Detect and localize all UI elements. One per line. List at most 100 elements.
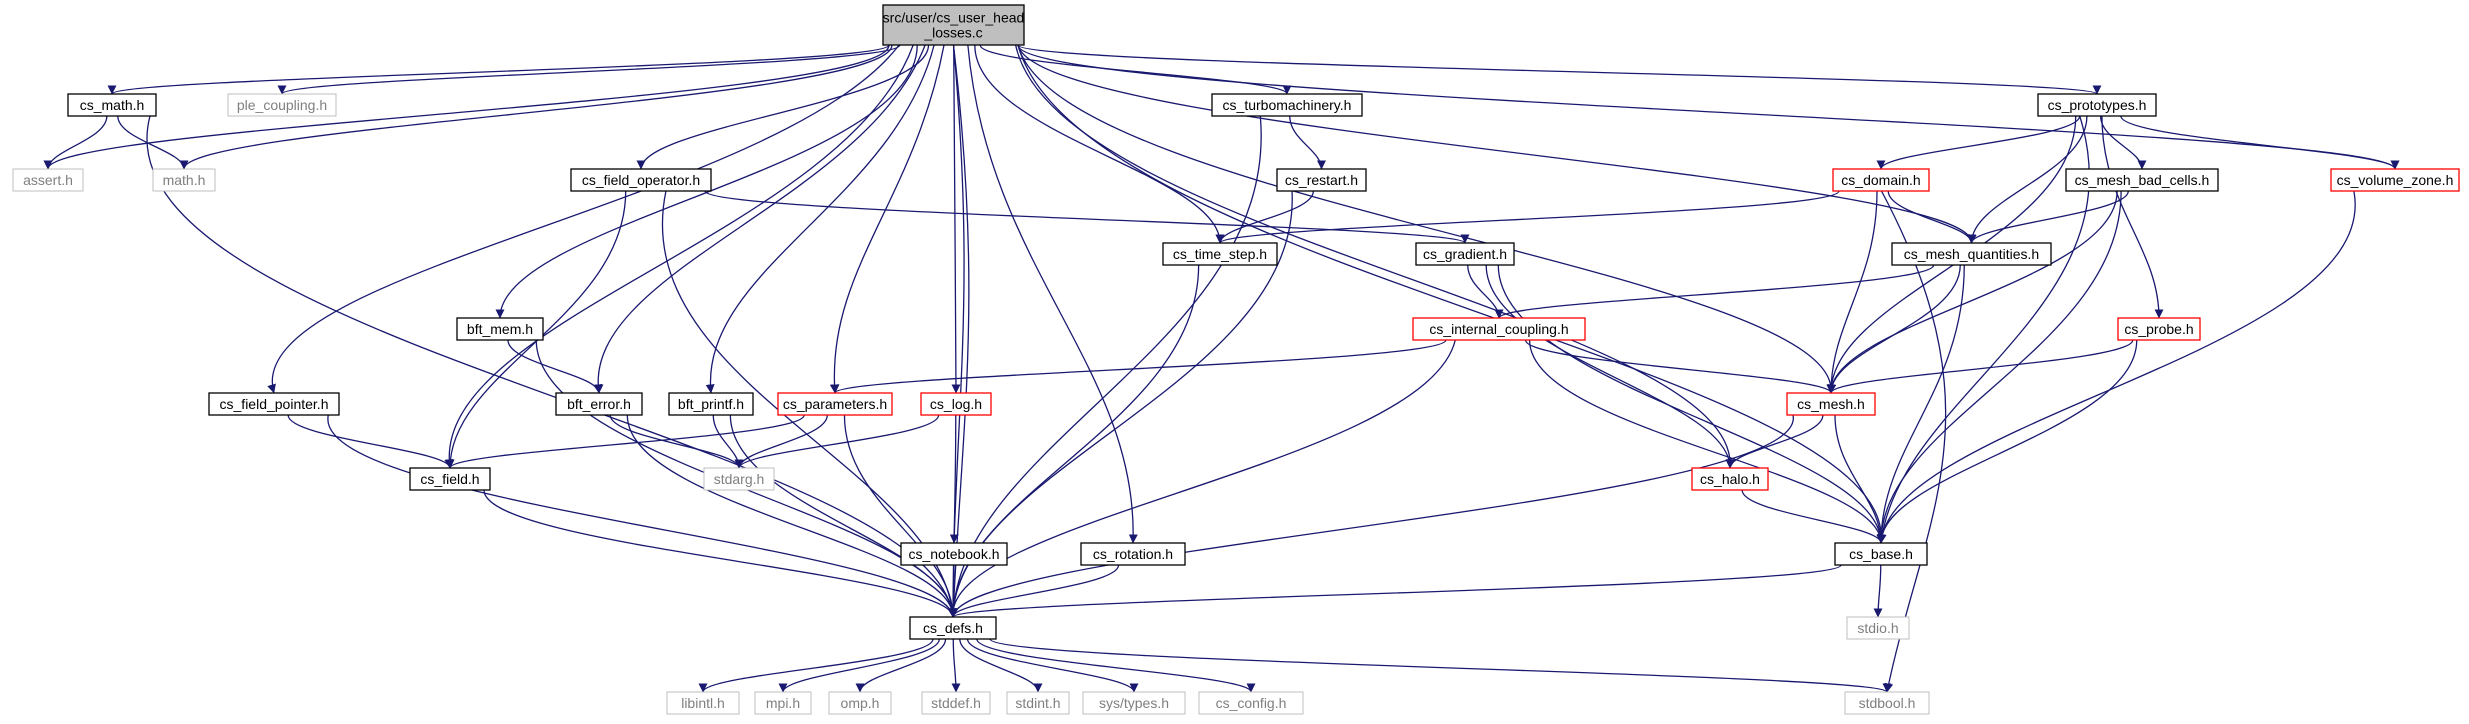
node-box xyxy=(1006,691,1070,715)
node-bft-mem[interactable]: bft_mem.h xyxy=(456,317,544,341)
node-stddef: stddef.h xyxy=(921,691,991,715)
node-cs-base[interactable]: cs_base.h xyxy=(1834,542,1928,566)
node-cs-log[interactable]: cs_log.h xyxy=(920,392,992,416)
node-box xyxy=(882,4,1025,46)
edge-cs-mesh-bad-cells-to-cs-mesh-quantities xyxy=(1967,190,2130,244)
node-cs-math[interactable]: cs_math.h xyxy=(67,93,157,117)
node-cs-internal-coupling[interactable]: cs_internal_coupling.h xyxy=(1412,317,1586,341)
node-box xyxy=(1834,542,1928,566)
node-cs-restart[interactable]: cs_restart.h xyxy=(1276,168,1367,192)
node-label: stdint.h xyxy=(1015,695,1060,711)
edge-cs-mesh-to-cs-halo xyxy=(1725,414,1824,469)
dependency-edges xyxy=(43,44,2400,693)
node-box xyxy=(1891,242,2052,266)
node-label: cs_internal_coupling.h xyxy=(1429,321,1568,337)
edge-bft-error-to-stdarg xyxy=(609,414,744,469)
node-box xyxy=(67,93,157,117)
node-box xyxy=(227,93,337,117)
node-cs-field-pointer[interactable]: cs_field_pointer.h xyxy=(208,392,340,416)
node-root[interactable]: src/user/cs_user_head_losses.c xyxy=(882,4,1025,46)
edge-cs-mesh-quantities-to-cs-base xyxy=(1876,264,1965,544)
node-label: sys/types.h xyxy=(1099,695,1169,711)
edge-cs-halo-to-cs-base xyxy=(1741,489,1886,544)
edge-cs-defs-to-libintl xyxy=(698,638,934,693)
node-cs-halo[interactable]: cs_halo.h xyxy=(1691,467,1769,491)
node-cs-gradient[interactable]: cs_gradient.h xyxy=(1415,242,1515,266)
edge-cs-internal-coupling-to-cs-base xyxy=(1528,339,1886,544)
node-cs-mesh-quantities[interactable]: cs_mesh_quantities.h xyxy=(1891,242,2052,266)
node-label: cs_math.h xyxy=(80,97,145,113)
edge-root-to-cs-turbomachinery xyxy=(979,44,1292,95)
node-box xyxy=(2065,168,2219,192)
node-box xyxy=(1691,467,1769,491)
node-label: cs_gradient.h xyxy=(1423,246,1507,262)
node-box xyxy=(1786,392,1876,416)
edge-cs-mesh-quantities-to-cs-internal-coupling xyxy=(1494,264,1935,319)
node-box xyxy=(1080,542,1186,566)
node-cs-time-step[interactable]: cs_time_step.h xyxy=(1162,242,1278,266)
edge-cs-mesh-to-cs-base xyxy=(1834,414,1886,544)
node-box xyxy=(666,691,740,715)
node-box xyxy=(1844,691,1930,715)
node-label: stdbool.h xyxy=(1859,695,1916,711)
node-stdio: stdio.h xyxy=(1846,616,1910,640)
node-cs-field[interactable]: cs_field.h xyxy=(409,467,491,491)
node-assert: assert.h xyxy=(12,168,84,192)
node-cs-probe[interactable]: cs_probe.h xyxy=(2117,317,2201,341)
edge-cs-domain-to-cs-time-step xyxy=(1215,190,1840,244)
node-cs-domain[interactable]: cs_domain.h xyxy=(1832,168,1930,192)
node-label: cs_halo.h xyxy=(1700,471,1760,487)
node-label: math.h xyxy=(163,172,206,188)
node-label: omp.h xyxy=(841,695,880,711)
node-label: cs_field_pointer.h xyxy=(220,396,329,412)
node-box xyxy=(703,467,775,491)
edge-cs-mesh-bad-cells-to-cs-base xyxy=(1876,190,2122,544)
node-cs-field-operator[interactable]: cs_field_operator.h xyxy=(570,168,712,192)
edge-cs-field-pointer-to-cs-field xyxy=(287,414,455,469)
node-cs-mesh-bad-cells[interactable]: cs_mesh_bad_cells.h xyxy=(2065,168,2219,192)
edge-cs-field-to-cs-defs xyxy=(483,489,958,618)
node-cs-volume-zone[interactable]: cs_volume_zone.h xyxy=(2330,168,2460,192)
node-box xyxy=(1276,168,1367,192)
edge-cs-prototypes-to-cs-mesh-quantities xyxy=(1967,115,2088,244)
edge-root-to-bft-printf xyxy=(705,44,935,394)
edge-root-to-cs-field-operator xyxy=(636,44,930,170)
node-math: math.h xyxy=(152,168,216,192)
node-cs-notebook[interactable]: cs_notebook.h xyxy=(900,542,1008,566)
edge-cs-parameters-to-cs-defs xyxy=(843,414,958,618)
node-cs-parameters[interactable]: cs_parameters.h xyxy=(777,392,893,416)
node-label: cs_prototypes.h xyxy=(2048,97,2147,113)
edge-root-to-cs-prototypes xyxy=(1017,44,2101,95)
node-box xyxy=(208,392,340,416)
node-cs-mesh[interactable]: cs_mesh.h xyxy=(1786,392,1876,416)
edge-cs-defs-to-sys-types xyxy=(966,638,1139,693)
node-label: _losses.c xyxy=(923,25,982,41)
node-bft-printf[interactable]: bft_printf.h xyxy=(668,392,754,416)
node-sys-types: sys/types.h xyxy=(1082,691,1186,715)
node-cs-prototypes[interactable]: cs_prototypes.h xyxy=(2037,93,2157,117)
edge-cs-turbomachinery-to-cs-defs xyxy=(948,115,1262,618)
edge-root-to-cs-parameters xyxy=(829,44,945,394)
edge-cs-gradient-to-cs-halo xyxy=(1485,264,1735,469)
node-label: libintl.h xyxy=(681,695,725,711)
node-box xyxy=(456,317,544,341)
node-cs-rotation[interactable]: cs_rotation.h xyxy=(1080,542,1186,566)
node-label: cs_mesh_quantities.h xyxy=(1904,246,2039,262)
node-label: assert.h xyxy=(23,172,73,188)
node-stdbool: stdbool.h xyxy=(1844,691,1930,715)
node-box xyxy=(570,168,712,192)
node-label: cs_rotation.h xyxy=(1093,546,1173,562)
node-cs-turbomachinery[interactable]: cs_turbomachinery.h xyxy=(1211,93,1363,117)
edge-cs-internal-coupling-to-cs-parameters xyxy=(830,339,1447,394)
node-cs-defs[interactable]: cs_defs.h xyxy=(909,616,997,640)
node-bft-error[interactable]: bft_error.h xyxy=(555,392,643,416)
edge-root-to-ple-coupling xyxy=(277,44,901,95)
edge-cs-parameters-to-cs-field xyxy=(445,414,805,469)
edge-cs-prototypes-to-cs-domain xyxy=(1876,115,2081,170)
node-label: cs_time_step.h xyxy=(1173,246,1267,262)
node-label: cs_restart.h xyxy=(1285,172,1358,188)
edge-root-to-cs-notebook xyxy=(949,44,965,544)
edge-cs-math-to-math xyxy=(117,115,189,170)
